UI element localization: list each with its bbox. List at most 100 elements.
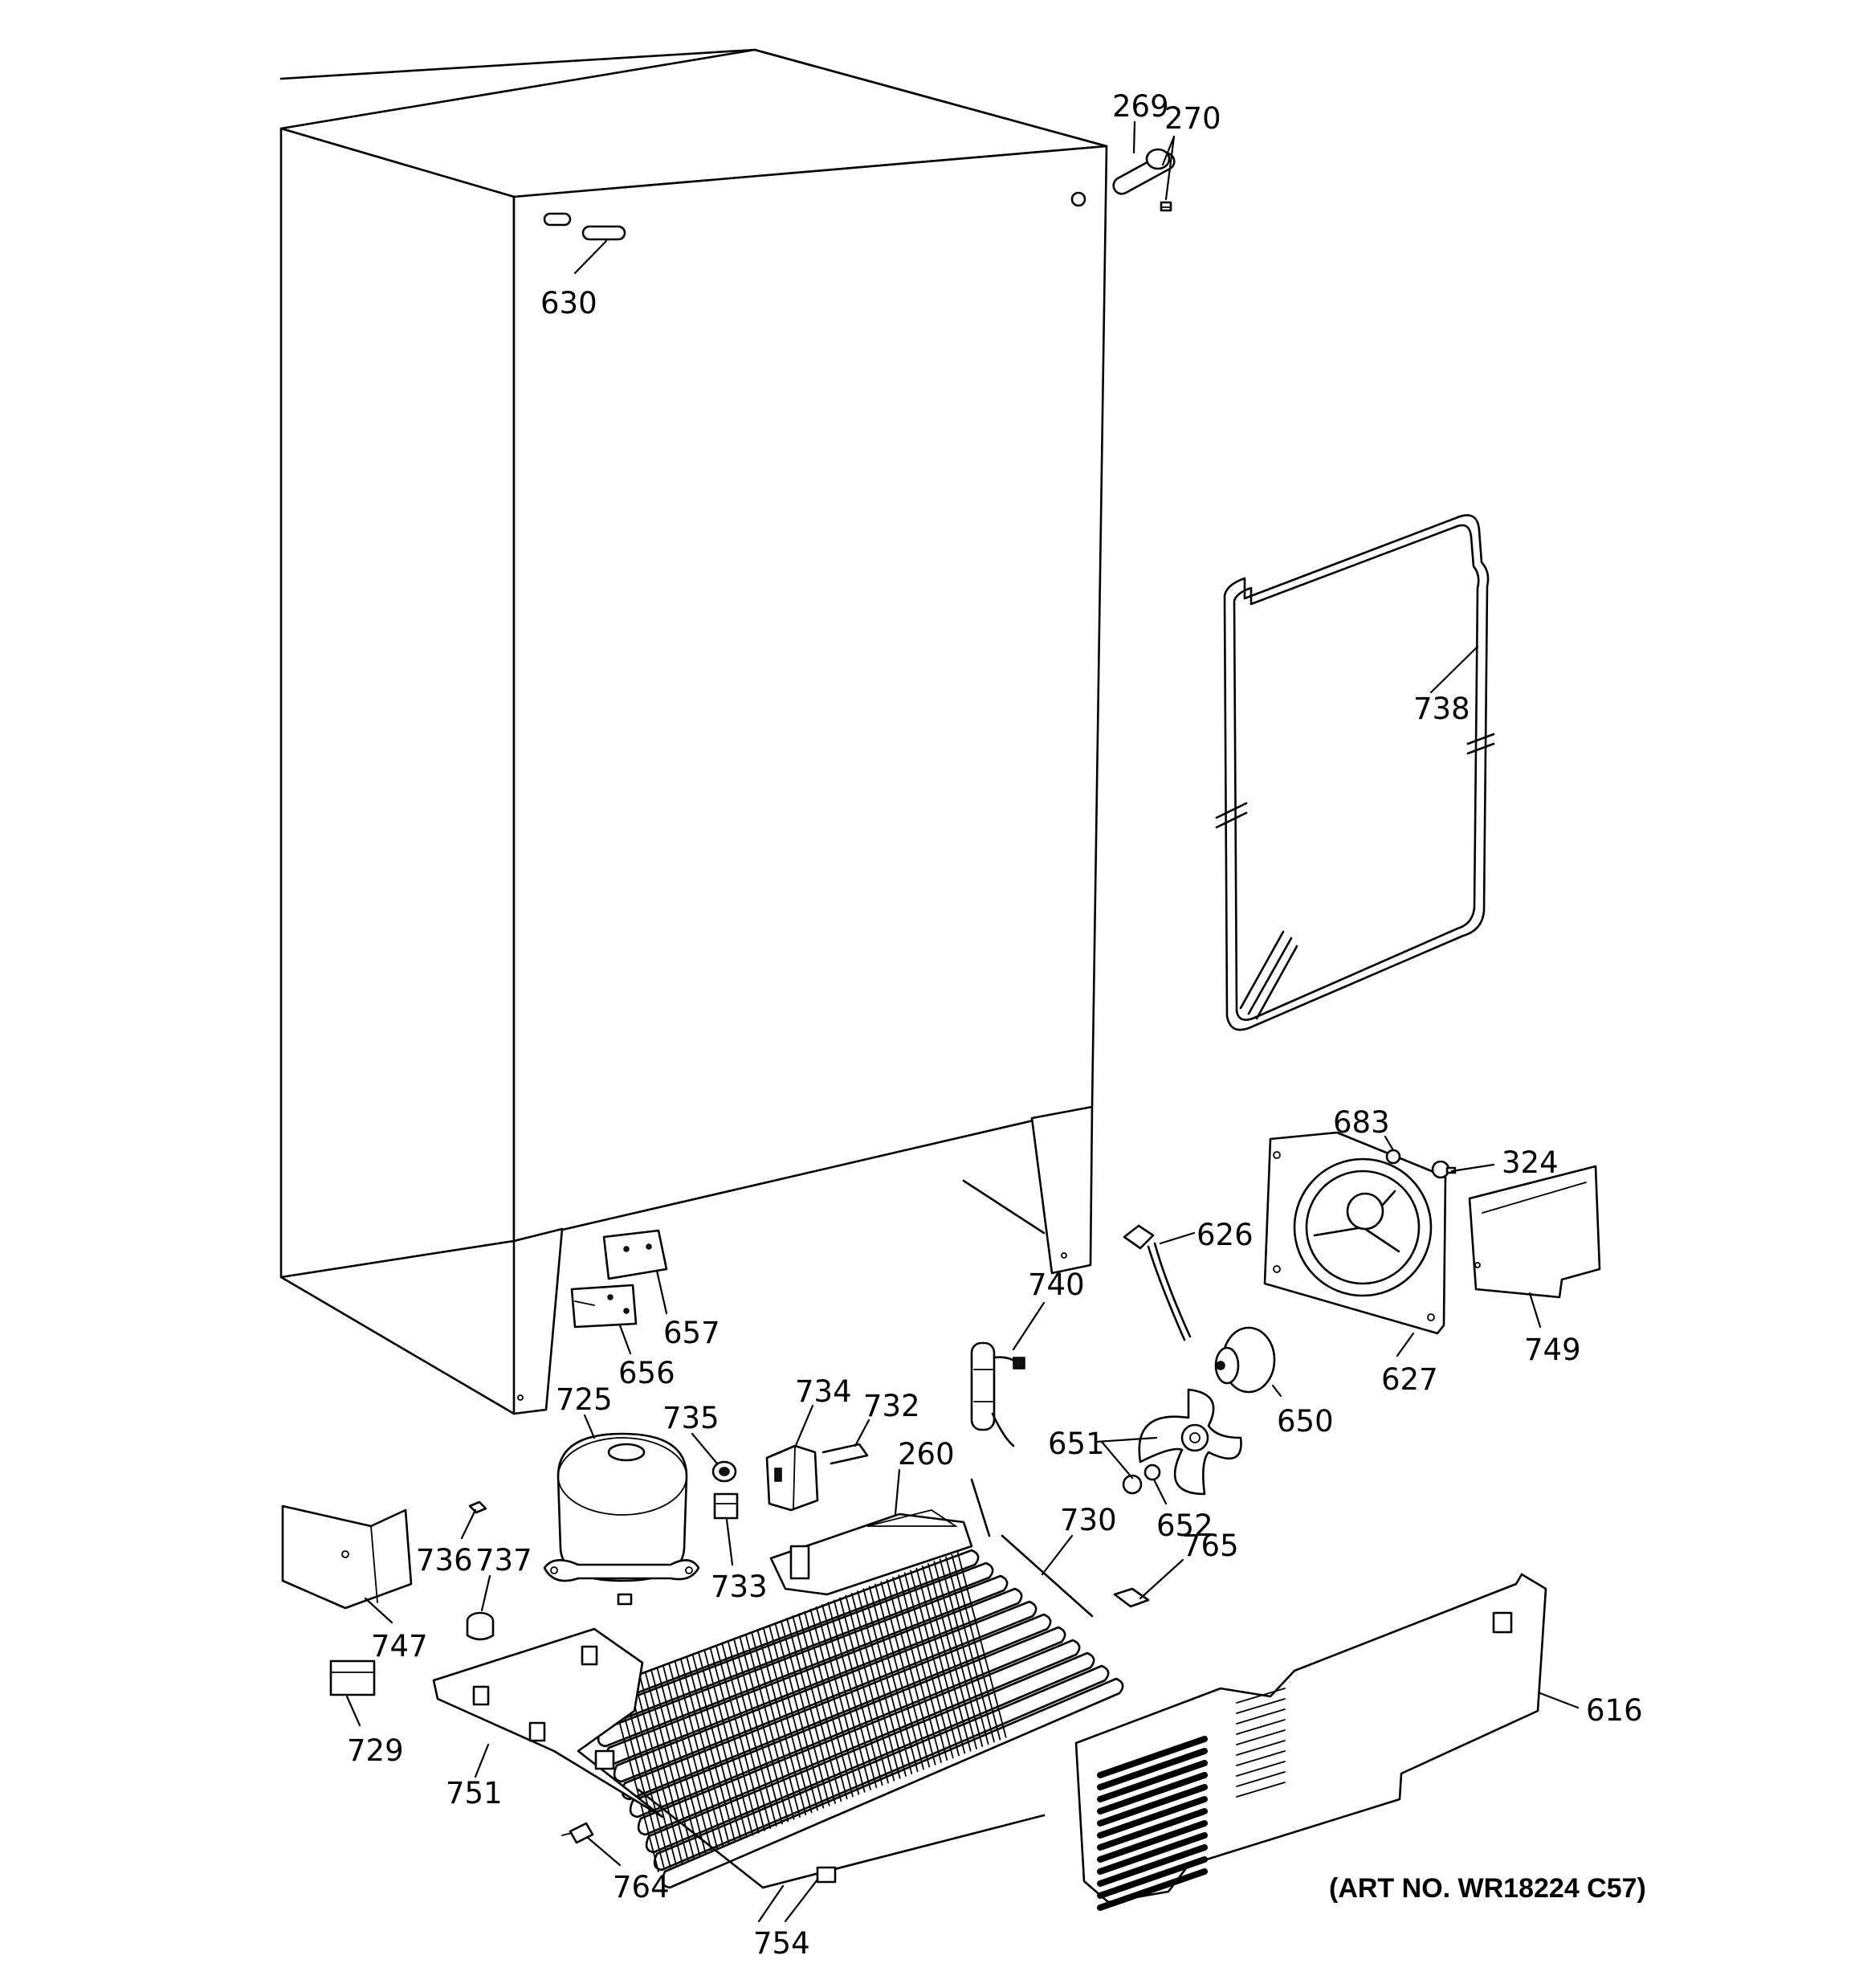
callout-764: 764 [613,1870,670,1904]
grille-slat [1097,1868,1208,1911]
condenser-wire [939,1558,989,1745]
callout-740: 740 [1028,1268,1085,1302]
condenser-wire [727,1640,777,1827]
condenser-wire [797,1613,848,1800]
grille-slat [1097,1856,1208,1899]
callout-652: 652 [1156,1508,1213,1543]
callout-683: 683 [1333,1105,1390,1140]
grille-slat [1097,1832,1208,1875]
condenser-tube [613,1600,1037,1783]
grille-vent [1236,1782,1286,1798]
callout-730: 730 [1060,1503,1117,1537]
condenser-wire [739,1635,789,1823]
condenser-wire [762,1627,813,1814]
condenser-wire [674,1660,724,1847]
condenser-wire [751,1631,801,1818]
condenser-wire [892,1577,942,1763]
callout-650: 650 [1277,1404,1334,1439]
callout-738: 738 [1413,692,1470,726]
callout-656: 656 [618,1356,675,1390]
grille-slat [1097,1736,1208,1778]
condenser-tube [629,1626,1066,1819]
callout-627: 627 [1381,1362,1438,1397]
callout-734: 734 [795,1374,852,1409]
callout-736: 736 [416,1543,473,1578]
grille-slat [1097,1808,1208,1851]
condenser-wire [868,1586,919,1773]
callout-324: 324 [1502,1145,1559,1180]
callout-751: 751 [446,1776,503,1810]
callout-754: 754 [753,1926,810,1961]
condenser-wire [709,1647,760,1834]
callout-270: 270 [1164,101,1221,136]
condenser-wire [903,1572,954,1759]
part-765-clip [1113,1587,1150,1608]
callout-657: 657 [663,1316,720,1350]
callout-747: 747 [371,1629,428,1663]
refrigerator-cabinet [279,48,1108,1415]
part-260-drain-pan [769,1509,973,1596]
condenser-wire [680,1659,730,1845]
callout-leaders [345,120,1580,1923]
condenser-wire [821,1604,871,1790]
grille-slat [1097,1784,1208,1827]
condenser-wire [686,1656,736,1843]
callout-260: 260 [898,1437,955,1472]
condenser-wire [703,1649,754,1836]
condenser-wire [839,1597,889,1784]
grille-vent [1236,1698,1286,1714]
condenser-wire [780,1619,830,1806]
condenser-wire [744,1633,795,1820]
part-737-grommet [466,1611,495,1641]
part-740-capacitor-relay [970,1341,1025,1447]
part-733-overload [713,1492,739,1520]
condenser-wire [774,1622,825,1809]
callout-729: 729 [347,1733,404,1768]
condenser-wire [804,1610,854,1798]
grille-slat [1097,1820,1208,1863]
condenser-wire [656,1668,707,1855]
condenser-wire [668,1663,719,1850]
part-651-fan-blade [1138,1388,1242,1496]
condenser-wire [862,1588,913,1775]
condenser-wire [845,1594,895,1782]
callout-630: 630 [540,286,597,320]
part-732-clip [821,1443,869,1465]
condenser-wire [886,1578,936,1766]
condenser-wire [662,1665,712,1852]
condenser-wire [915,1567,966,1754]
condenser-wire [768,1624,818,1811]
callout-749: 749 [1524,1333,1581,1367]
part-627-fan-shroud [1263,1131,1447,1335]
part-751-base-pan [432,1627,1046,1889]
condenser-wire [933,1561,984,1748]
part-734-relay-cover [765,1444,819,1512]
part-651-washer [1122,1474,1143,1495]
part-269-handle [1112,148,1176,195]
part-656-bracket [570,1284,638,1329]
part-754-pad [816,1866,837,1884]
condenser-wire [850,1592,901,1779]
part-324-screw [1431,1160,1457,1179]
condenser-wire [833,1599,883,1786]
part-729-wire-connector [329,1659,376,1696]
callout-725: 725 [556,1382,613,1417]
condenser-wire [951,1553,1001,1741]
condenser-wire [910,1570,960,1757]
condenser-wire [956,1551,1007,1738]
callout-737: 737 [475,1543,532,1578]
part-735-grommet [711,1460,737,1483]
condenser-wire [874,1583,924,1770]
condenser-tube [637,1639,1081,1836]
condenser-wire [815,1606,866,1793]
condenser-wire [827,1602,878,1789]
callout-labels: 269 270 630 738 683 324 626 627 749 740 … [347,89,1643,1961]
part-736-screw [468,1500,487,1514]
condenser-wire [857,1590,907,1777]
part-652-nut [1143,1463,1161,1481]
condenser-wire [898,1574,948,1761]
callout-269: 269 [1112,89,1169,124]
callout-732: 732 [863,1389,920,1423]
grille-slat [1097,1760,1208,1802]
